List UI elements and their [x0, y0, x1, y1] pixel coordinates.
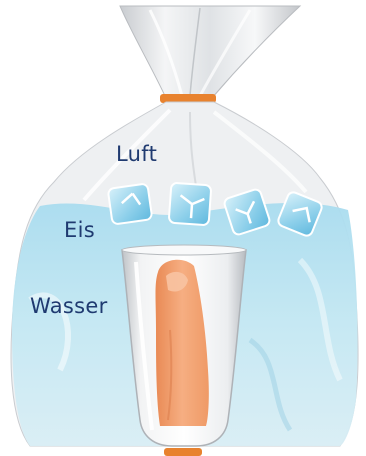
bag-neck — [120, 6, 300, 98]
ice-cube — [108, 183, 153, 224]
water-label: Wasser — [30, 294, 108, 318]
ice-label: Eis — [64, 218, 95, 242]
bag-tie-bottom — [164, 448, 202, 456]
air-label: Luft — [116, 142, 157, 166]
ice-cube — [169, 183, 212, 226]
